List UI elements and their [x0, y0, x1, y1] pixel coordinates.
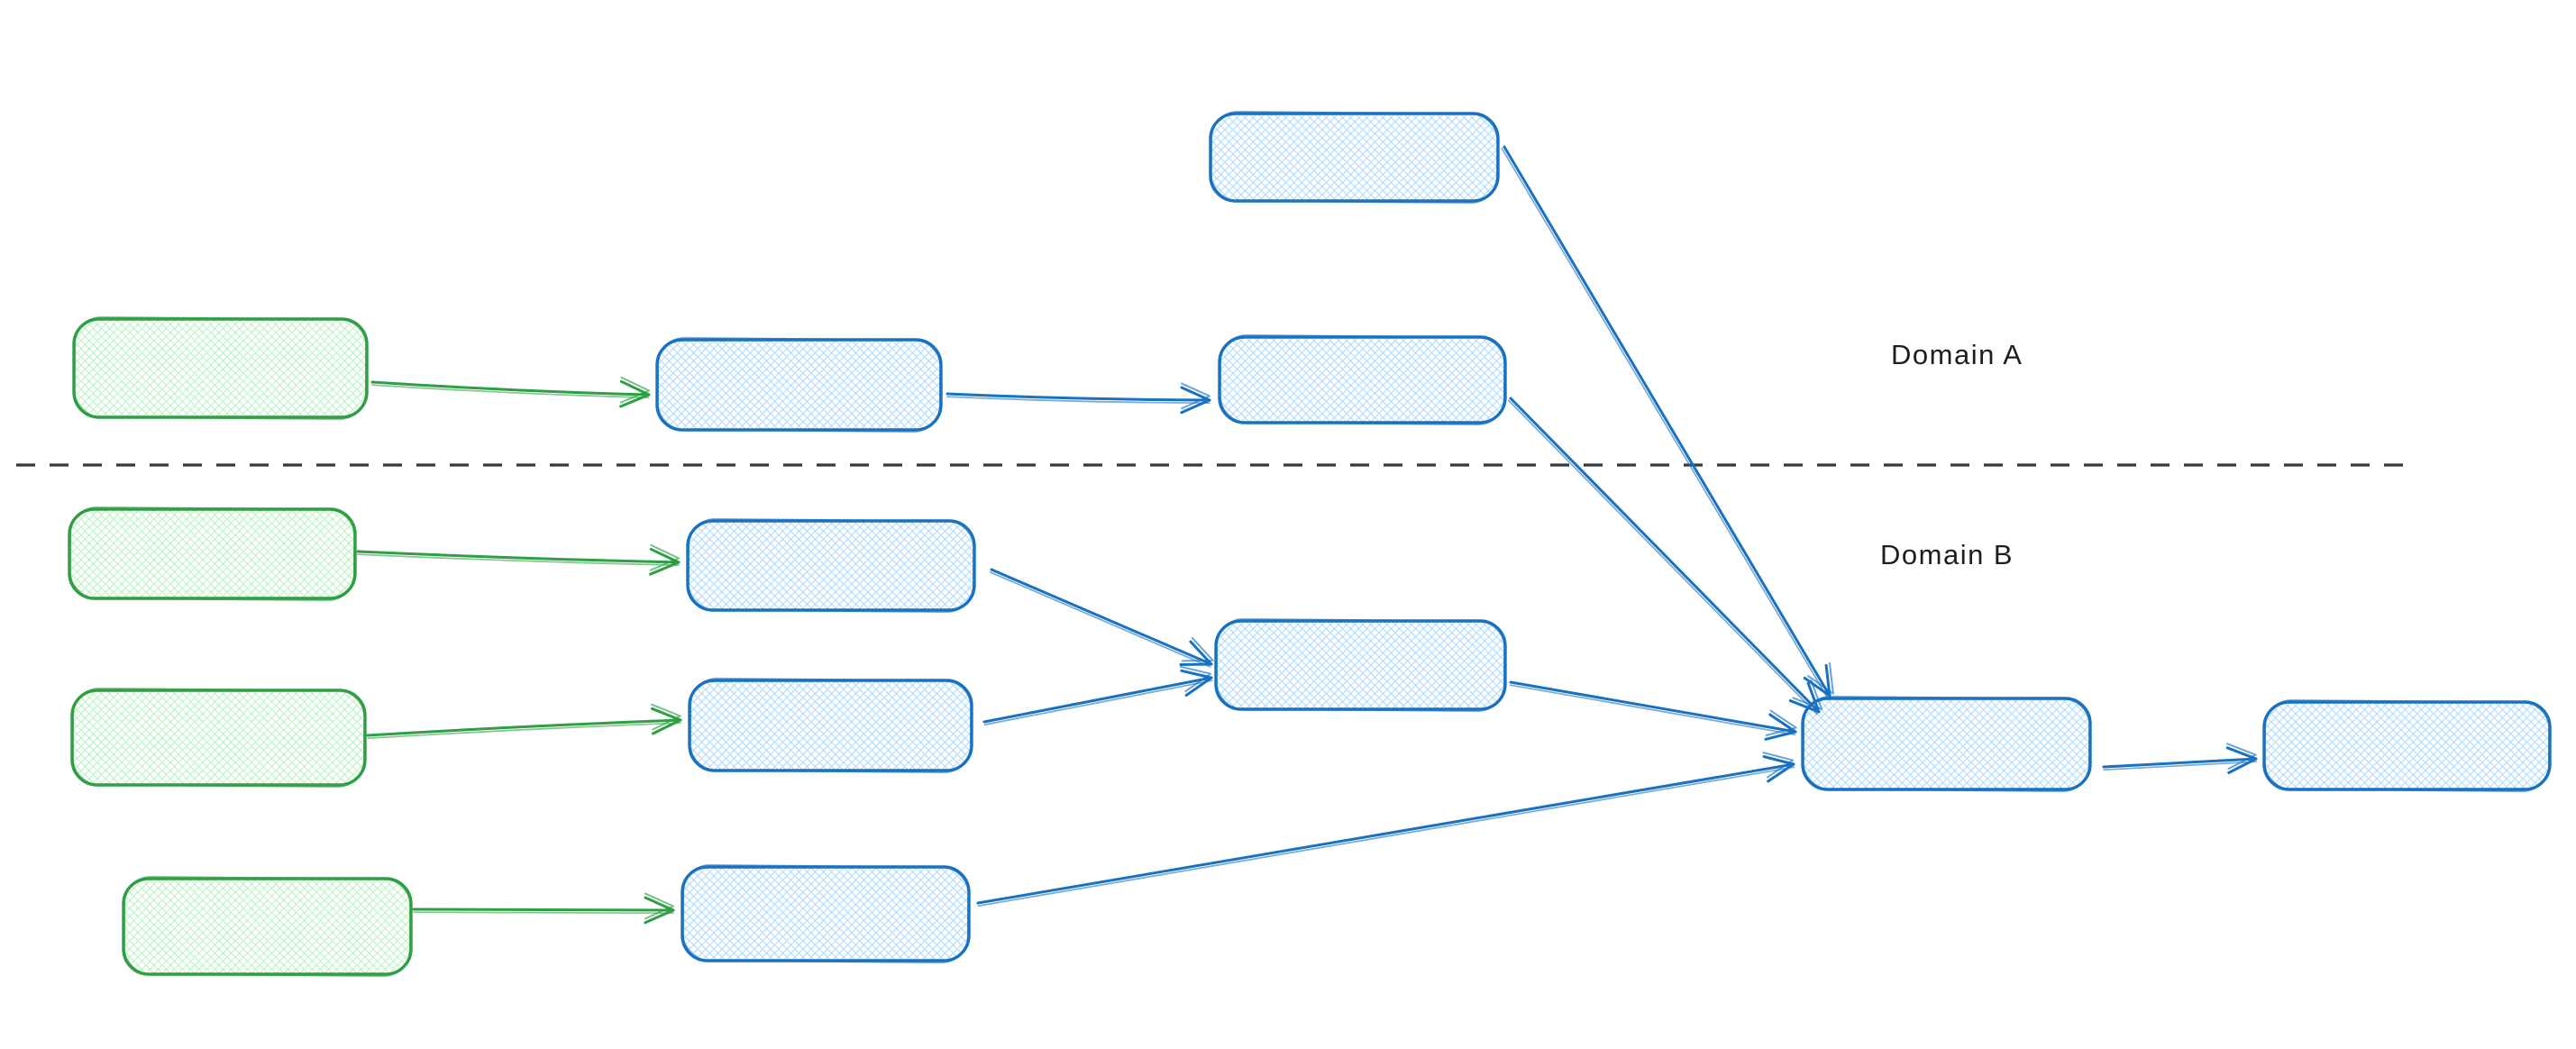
- node-input-a[interactable]: [72, 315, 369, 421]
- node-process-b-3[interactable]: [681, 863, 971, 964]
- arrow-input-b-1-to-process-b-1[interactable]: [356, 543, 681, 576]
- node-hub[interactable]: [1801, 695, 2092, 793]
- label-domain-a[interactable]: Domain A: [1891, 339, 2023, 370]
- arrow-input-a-to-process-a-1[interactable]: [370, 376, 651, 408]
- arrow-input-b-3-to-process-b-3[interactable]: [412, 892, 675, 925]
- arrow-process-a-1-to-process-a-2[interactable]: [945, 382, 1211, 415]
- node-input-b-1[interactable]: [68, 506, 357, 602]
- node-process-b-1[interactable]: [686, 517, 976, 614]
- arrow-aux-a-top-to-hub[interactable]: [1501, 145, 1834, 698]
- arrow-merge-b-to-hub[interactable]: [1509, 680, 1797, 741]
- node-aux-a-top[interactable]: [1209, 110, 1500, 205]
- arrow-hub-to-output-final[interactable]: [2102, 743, 2258, 774]
- node-merge-b[interactable]: [1214, 617, 1507, 713]
- node-process-b-2[interactable]: [688, 677, 973, 774]
- node-output-final[interactable]: [2262, 698, 2552, 793]
- arrow-process-b-3-to-hub[interactable]: [976, 752, 1795, 907]
- node-process-a-1[interactable]: [655, 336, 943, 433]
- node-input-b-2[interactable]: [70, 687, 367, 789]
- node-process-a-2[interactable]: [1218, 333, 1507, 426]
- arrow-input-b-2-to-process-b-2[interactable]: [366, 703, 682, 740]
- arrow-process-a-2-to-hub[interactable]: [1507, 397, 1823, 716]
- label-domain-b[interactable]: Domain B: [1880, 539, 2014, 570]
- node-input-b-3[interactable]: [122, 875, 413, 978]
- arrow-process-b-1-to-merge-b[interactable]: [989, 568, 1214, 668]
- arrow-process-b-2-to-merge-b[interactable]: [982, 665, 1213, 725]
